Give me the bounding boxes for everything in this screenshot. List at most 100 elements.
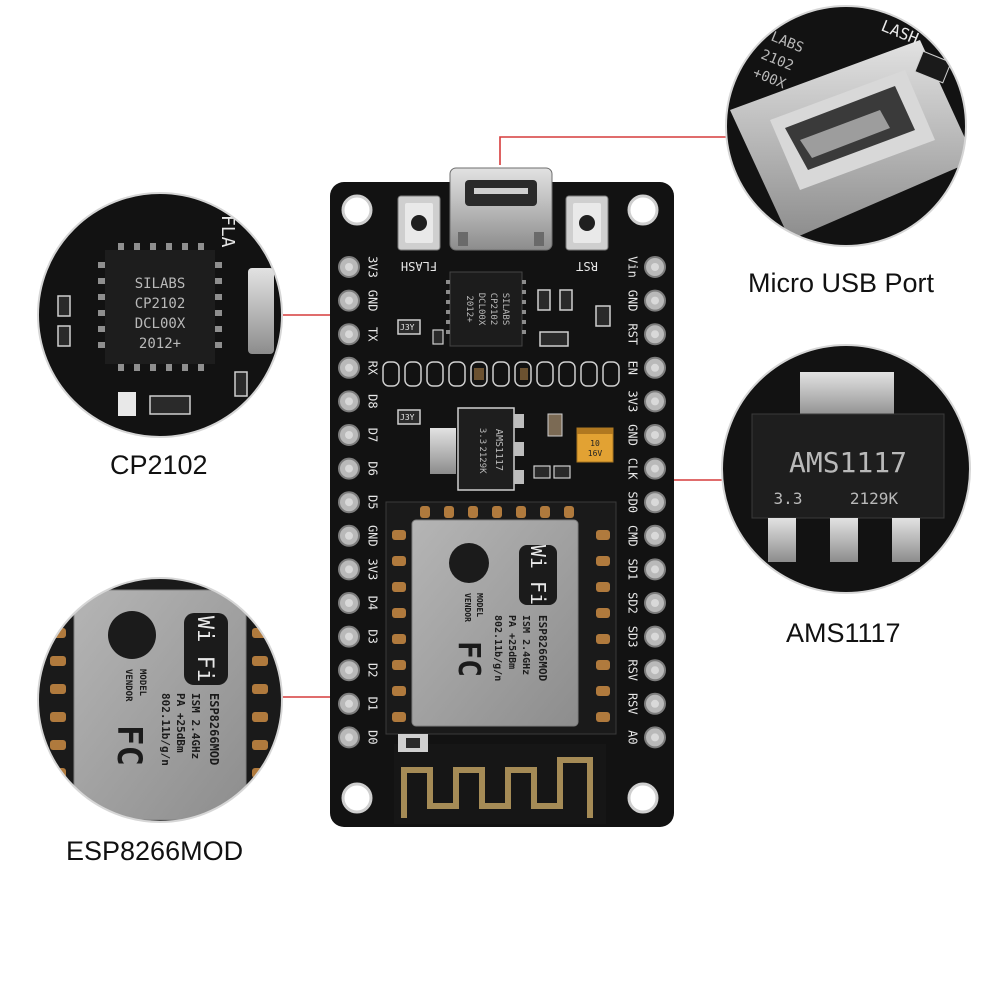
zoom-esp-side-2: VENDOR xyxy=(123,669,133,702)
callout-label-usb: Micro USB Port xyxy=(748,268,935,298)
zoom-esp-model: ESP8266MOD xyxy=(207,693,221,765)
flash-button[interactable] xyxy=(397,195,441,251)
tantalum-capacitor: 10 16V xyxy=(576,427,614,463)
left-pin-hole xyxy=(345,632,353,641)
zoom-ams-line-2: 3.3 xyxy=(774,489,803,508)
module-castellation xyxy=(392,556,406,566)
zoom-esp-side-1: MODEL xyxy=(137,669,147,697)
smd-components: J3Y J3Y xyxy=(382,289,620,479)
left-pin-label: D8 xyxy=(366,394,380,408)
right-pin-label: SD1 xyxy=(626,559,640,581)
module-spec-3: 802.11b/g/n xyxy=(492,615,503,681)
module-side-1: MODEL xyxy=(475,593,484,617)
module-castellation xyxy=(596,712,610,722)
module-castellation xyxy=(392,608,406,618)
left-pin-label: D6 xyxy=(366,461,380,475)
zoom-esp8266: Wi Fi ESP8266MOD ISM 2.4GHz PA +25dBm 80… xyxy=(37,577,283,823)
module-castellation xyxy=(468,506,478,518)
left-pin-hole xyxy=(345,565,353,574)
left-pin-hole xyxy=(345,599,353,607)
right-pin-hole xyxy=(651,531,659,540)
left-pin-hole xyxy=(345,498,353,507)
module-castellation xyxy=(596,530,610,540)
left-pin-label: D5 xyxy=(366,495,380,509)
transistor-mark-1: J3Y xyxy=(400,323,415,332)
zoom-esp-spec-1: ISM 2.4GHz xyxy=(189,693,202,759)
module-castellation xyxy=(596,608,610,618)
right-pin-label: GND xyxy=(626,290,640,312)
zoom-esp-spec-2: PA +25dBm xyxy=(174,693,187,753)
module-castellation xyxy=(596,660,610,670)
left-pin-label: D0 xyxy=(366,730,380,744)
left-pin-hole xyxy=(345,296,353,305)
left-pin-hole xyxy=(345,263,353,271)
zoom-cp2102: SILABS CP2102 DCL00X 2012+ FLA xyxy=(37,192,283,438)
module-castellation xyxy=(516,506,526,518)
left-pin-label: TX xyxy=(366,327,380,342)
right-pin-label: RSV xyxy=(626,693,640,715)
regulator-line-2: 3.3 xyxy=(477,428,487,444)
zoom-esp-fcc: FC xyxy=(109,725,149,766)
left-pin-hole xyxy=(345,397,353,406)
zoom-ams-line-1: AMS1117 xyxy=(789,446,907,479)
zoom-cp2102-edge-text: FLA xyxy=(217,215,238,248)
right-pin-label: A0 xyxy=(626,730,640,744)
callout-line-usb xyxy=(499,136,726,165)
zoom-esp-wifi-logo: Wi Fi xyxy=(192,616,217,682)
left-header-pins xyxy=(338,256,360,749)
zoom-esp-spec-3: 802.11b/g/n xyxy=(159,693,172,766)
callout-label-esp: ESP8266MOD xyxy=(66,836,244,866)
module-castellation xyxy=(564,506,574,518)
module-castellation xyxy=(596,556,610,566)
right-pin-label: 3V3 xyxy=(626,391,640,413)
left-pin-label: GND xyxy=(366,525,380,547)
left-pin-hole xyxy=(345,733,353,742)
left-pin-hole xyxy=(345,330,353,339)
module-model: ESP8266MOD xyxy=(536,615,549,682)
right-pin-label: RSV xyxy=(626,659,640,681)
right-pin-hole xyxy=(651,733,659,742)
micro-usb-port xyxy=(449,167,553,251)
right-pin-label: SD0 xyxy=(626,491,640,513)
right-pin-hole xyxy=(651,699,659,708)
module-castellation xyxy=(392,660,406,670)
zoom-ams-line-3: 2129K xyxy=(850,489,899,508)
cp2102-chip-line-3: DCL00X xyxy=(476,293,486,326)
left-pin-label: 3V3 xyxy=(366,559,380,581)
right-pin-label: CMD xyxy=(626,525,640,547)
module-castellation xyxy=(492,506,502,518)
left-pin-label: D1 xyxy=(366,697,380,711)
left-pin-hole xyxy=(345,363,353,372)
right-pin-label: SD3 xyxy=(626,626,640,648)
right-pin-hole xyxy=(651,464,659,473)
module-castellation xyxy=(392,634,406,644)
left-pin-hole xyxy=(345,464,353,473)
module-castellation xyxy=(392,582,406,592)
zoom-ams1117: AMS1117 3.3 2129K xyxy=(721,344,971,594)
left-pin-hole xyxy=(345,666,353,675)
right-pin-hole xyxy=(651,565,659,574)
zoom-cp2102-line-4: 2012+ xyxy=(139,336,181,352)
right-pin-label: GND xyxy=(626,424,640,446)
esp8266-module: Wi Fi ESP8266MOD ISM 2.4GHz PA +25dBm 80… xyxy=(385,501,617,735)
right-pin-hole xyxy=(651,296,659,305)
module-castellation xyxy=(596,686,610,696)
rst-button[interactable] xyxy=(565,195,609,251)
right-pin-hole xyxy=(651,431,659,439)
right-pin-hole xyxy=(651,263,659,271)
module-side-2: VENDOR xyxy=(463,593,472,622)
cp2102-chip: SILABS CP2102 DCL00X 2012+ xyxy=(446,271,526,347)
zoom-cp2102-line-3: DCL00X xyxy=(135,316,186,332)
module-castellation xyxy=(596,634,610,644)
capacitor-line-1: 10 xyxy=(590,439,600,448)
module-castellation xyxy=(596,582,610,592)
cp2102-chip-line-1: SILABS xyxy=(500,293,510,326)
capacitor-line-2: 16V xyxy=(588,449,603,458)
module-spec-2: PA +25dBm xyxy=(506,615,517,669)
left-pin-label: GND xyxy=(366,290,380,312)
module-castellation xyxy=(392,712,406,722)
left-pin-label: D3 xyxy=(366,629,380,643)
left-pin-hole xyxy=(345,431,353,439)
